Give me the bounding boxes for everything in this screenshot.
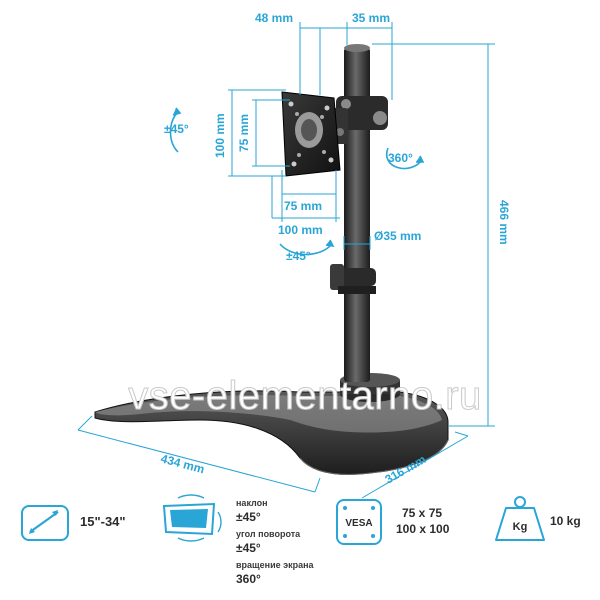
weight-icon: Kg: [495, 496, 545, 541]
screen-size-text: 15"-34": [80, 514, 126, 529]
vesa-icon: VESA: [336, 499, 382, 545]
dim-rotation: 360°: [388, 151, 413, 165]
dim-tilt: ±45°: [164, 122, 189, 136]
dim-48mm: 48 mm: [255, 11, 293, 25]
swivel-value: ±45°: [236, 541, 261, 555]
height-adjust-clamp: [330, 264, 376, 294]
rotation-value: 360°: [236, 572, 261, 586]
weight-unit-text: Kg: [513, 521, 528, 533]
dim-base-width: 434 mm: [159, 451, 206, 476]
tilt-label: наклон: [236, 498, 268, 508]
rotation-label: вращение экрана: [236, 560, 314, 570]
dim-100mm-horizontal: 100 mm: [278, 223, 323, 237]
dim-height: 466 mm: [497, 200, 511, 245]
swivel-label: угол поворота: [236, 529, 301, 539]
vesa-line-2: 100 x 100: [396, 522, 450, 536]
vesa-line-1: 75 x 75: [402, 506, 443, 520]
dimension-lines: [77, 22, 495, 499]
vesa-badge-text: VESA: [345, 518, 372, 529]
stand-pole: [344, 44, 370, 382]
monitor-tilt-icon: [162, 494, 222, 542]
vesa-plate: [281, 91, 341, 177]
dim-35mm: 35 mm: [352, 11, 390, 25]
screen-size-icon: [21, 505, 69, 541]
rotation-arcs: [169, 107, 425, 256]
stand-base: [94, 390, 449, 475]
dim-100mm-vertical: 100 mm: [213, 113, 227, 158]
tilt-value: ±45°: [236, 510, 261, 524]
dim-pole-diameter: Ø35 mm: [374, 229, 421, 243]
dim-swivel: ±45°: [286, 249, 311, 263]
dim-75mm-horizontal: 75 mm: [284, 199, 322, 213]
dim-75mm-vertical: 75 mm: [237, 114, 251, 152]
weight-value: 10 kg: [550, 514, 581, 528]
arm-joint: [330, 96, 388, 144]
